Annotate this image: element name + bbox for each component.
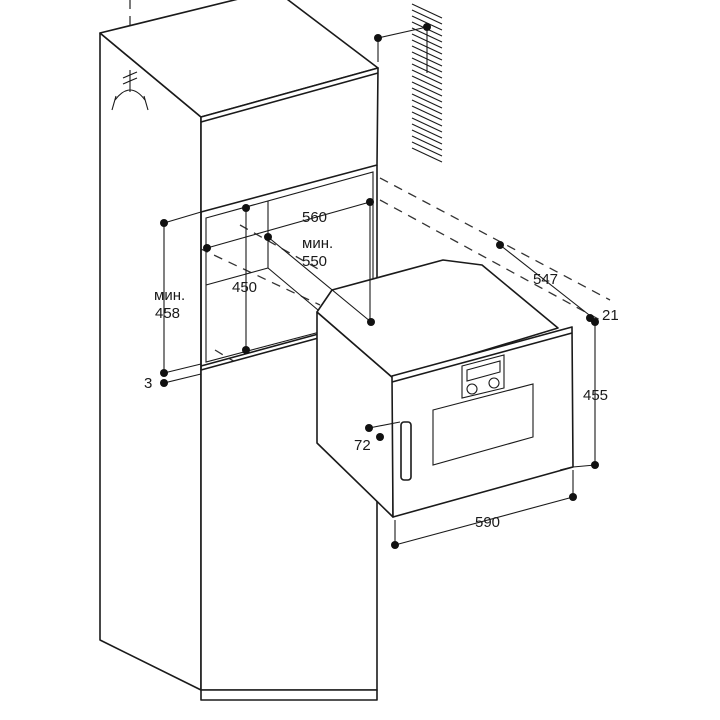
hatch-line — [411, 117, 443, 133]
hatch-line — [411, 93, 443, 109]
label-niche-depth-prefix: мин. — [302, 235, 333, 252]
hatch-line — [411, 135, 443, 151]
wall-hatch — [411, 3, 443, 163]
hatch-line — [411, 75, 443, 91]
hatch-line — [411, 147, 443, 163]
label-front-thickness: 21 — [602, 307, 619, 324]
hatch-line — [411, 87, 443, 103]
hatch-line — [411, 99, 443, 115]
hatch-line — [411, 105, 443, 121]
label-oven-width: 590 — [475, 514, 500, 531]
display — [466, 360, 501, 382]
hatch-line — [411, 111, 443, 127]
hatch-line — [411, 123, 443, 139]
label-oven-height: 455 — [583, 387, 608, 404]
hatch-line — [411, 3, 443, 19]
label-niche-width: 560 — [302, 209, 327, 226]
dimension-dots — [160, 23, 599, 549]
label-handle-offset: 72 — [354, 437, 371, 454]
label-oven-depth: 547 — [533, 271, 558, 288]
control-panel — [461, 354, 505, 399]
door-handle — [400, 421, 412, 481]
label-niche-height-prefix: мин. — [154, 287, 185, 304]
label-niche-height: 458 — [155, 305, 180, 322]
knob-left — [466, 383, 478, 395]
hatch-line — [411, 9, 443, 25]
oven — [316, 259, 574, 518]
power-outlet-icon — [111, 70, 149, 111]
oven-window — [432, 383, 534, 466]
cabinet-plinth — [200, 689, 378, 701]
label-niche-depth: 550 — [302, 253, 327, 270]
label-niche-inner-height: 450 — [232, 279, 257, 296]
tall-cabinet — [99, 0, 379, 701]
hatch-line — [411, 81, 443, 97]
hatch-line — [411, 69, 443, 85]
hatch-line — [411, 141, 443, 157]
knob-right — [488, 377, 500, 389]
label-gap: 3 — [144, 375, 152, 392]
cabinet-side — [99, 32, 202, 691]
hatch-line — [411, 129, 443, 145]
dimension-lines — [163, 201, 596, 546]
